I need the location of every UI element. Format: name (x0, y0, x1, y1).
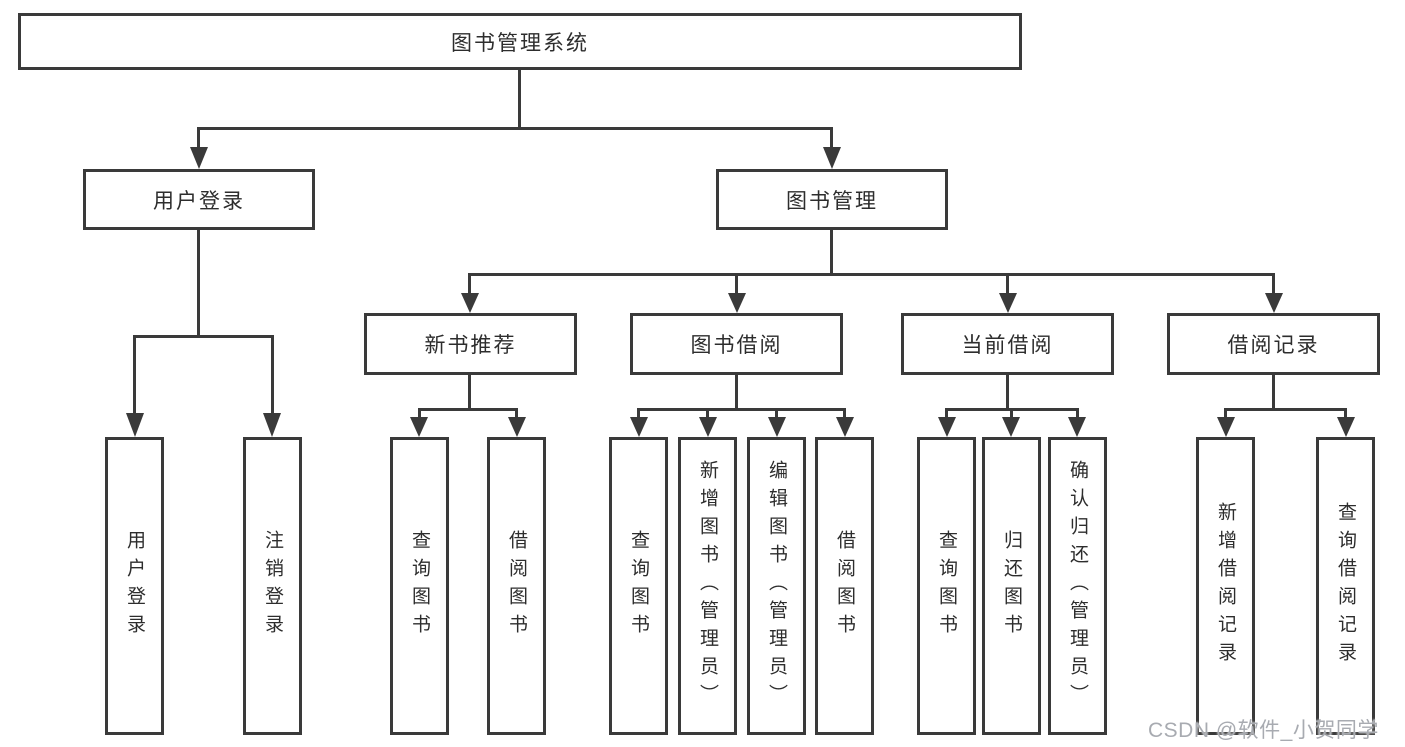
connector-line (515, 408, 518, 419)
arrow-down-icon (410, 417, 428, 437)
node-label: 查询图书 (628, 530, 649, 642)
connector-line (197, 230, 200, 335)
node-label: 查询图书 (936, 530, 957, 642)
arrow-down-icon (126, 413, 144, 437)
arrow-down-icon (1217, 417, 1235, 437)
arrow-down-icon (1265, 293, 1283, 313)
connector-line (830, 127, 833, 149)
node-label: 用户登录 (153, 189, 245, 213)
node-label: 归还图书 (1001, 530, 1022, 642)
node-label: 借阅记录 (1227, 334, 1320, 357)
connector-line (1006, 273, 1009, 295)
arrow-down-icon (768, 417, 786, 437)
node-leaf-add-borrow-record: 新增借阅记录 (1196, 437, 1255, 735)
node-label: 查询图书 (409, 530, 430, 642)
connector-line (468, 273, 471, 295)
node-label: 确认归还（管理员） (1067, 460, 1088, 712)
node-label: 查询借阅记录 (1335, 502, 1356, 670)
arrow-down-icon (461, 293, 479, 313)
node-leaf-borrow-books-recommend: 借阅图书 (487, 437, 546, 735)
connector-line (470, 273, 1274, 276)
connector-line (735, 273, 738, 295)
connector-line (468, 375, 471, 408)
arrow-down-icon (836, 417, 854, 437)
arrow-down-icon (508, 417, 526, 437)
connector-line (1344, 408, 1347, 419)
node-label: 新增图书（管理员） (697, 460, 718, 712)
node-book-borrowing: 图书借阅 (630, 313, 843, 375)
connector-line (1272, 375, 1275, 408)
node-label: 图书管理系统 (451, 31, 589, 55)
connector-line (843, 408, 846, 419)
arrow-down-icon (728, 293, 746, 313)
node-leaf-query-books-recommend: 查询图书 (390, 437, 449, 735)
connector-line (271, 335, 274, 415)
connector-line (1076, 408, 1079, 419)
arrow-down-icon (263, 413, 281, 437)
connector-line (419, 408, 517, 411)
node-leaf-query-borrow-record: 查询借阅记录 (1316, 437, 1375, 735)
connector-line (830, 230, 833, 273)
node-label: 借阅图书 (506, 530, 527, 642)
node-label: 图书借阅 (690, 334, 783, 357)
arrow-down-icon (190, 147, 208, 169)
arrow-down-icon (1068, 417, 1086, 437)
connector-line (135, 335, 272, 338)
arrow-down-icon (823, 147, 841, 169)
node-leaf-add-books-admin: 新增图书（管理员） (678, 437, 737, 735)
node-leaf-borrow-books: 借阅图书 (815, 437, 874, 735)
csdn-watermark: CSDN @软件_小贺同学 (1148, 719, 1379, 742)
node-leaf-query-books-current: 查询图书 (917, 437, 976, 735)
node-label: 编辑图书（管理员） (766, 460, 787, 712)
node-user-login: 用户登录 (83, 169, 315, 230)
connector-line (637, 408, 640, 419)
arrow-down-icon (1337, 417, 1355, 437)
node-current-borrowing: 当前借阅 (901, 313, 1114, 375)
node-label: 借阅图书 (834, 530, 855, 642)
node-leaf-query-books-borrowing: 查询图书 (609, 437, 668, 735)
node-leaf-edit-books-admin: 编辑图书（管理员） (747, 437, 806, 735)
connector-line (198, 127, 833, 130)
connector-line (945, 408, 948, 419)
connector-line (638, 408, 845, 411)
node-label: 当前借阅 (961, 334, 1054, 357)
arrow-down-icon (999, 293, 1017, 313)
node-leaf-user-login: 用户登录 (105, 437, 164, 735)
arrow-down-icon (630, 417, 648, 437)
arrow-down-icon (1002, 417, 1020, 437)
node-book-management: 图书管理 (716, 169, 948, 230)
connector-line (418, 408, 421, 419)
connector-line (133, 335, 136, 415)
node-borrowing-records: 借阅记录 (1167, 313, 1380, 375)
connector-line (1225, 408, 1346, 411)
node-library-management-system: 图书管理系统 (18, 13, 1022, 70)
connector-line (775, 408, 778, 419)
connector-line (197, 127, 200, 149)
node-leaf-logout: 注销登录 (243, 437, 302, 735)
connector-line (706, 408, 709, 419)
node-leaf-confirm-return-admin: 确认归还（管理员） (1048, 437, 1107, 735)
connector-line (1272, 273, 1275, 295)
node-label: 用户登录 (124, 530, 145, 642)
connector-line (518, 70, 521, 127)
connector-line (1006, 375, 1009, 408)
node-leaf-return-books: 归还图书 (982, 437, 1041, 735)
arrow-down-icon (938, 417, 956, 437)
node-label: 新增借阅记录 (1215, 502, 1236, 670)
node-new-book-recommend: 新书推荐 (364, 313, 577, 375)
node-label: 图书管理 (786, 189, 878, 213)
connector-line (1010, 408, 1013, 419)
arrow-down-icon (699, 417, 717, 437)
node-label: 注销登录 (262, 530, 283, 642)
connector-line (1224, 408, 1227, 419)
node-label: 新书推荐 (424, 334, 517, 357)
connector-line (735, 375, 738, 408)
